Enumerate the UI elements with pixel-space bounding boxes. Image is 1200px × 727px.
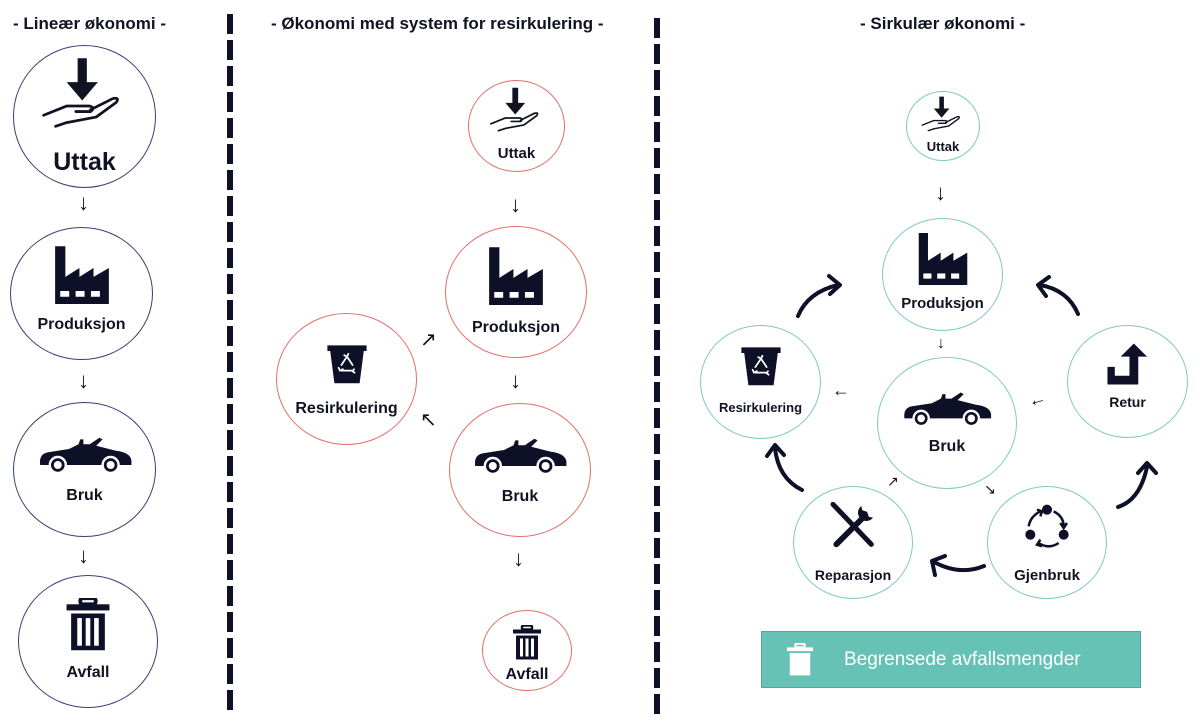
node-label: Produksjon	[37, 316, 126, 333]
arrow-down-right: ↘	[984, 481, 996, 497]
column-title-circular: - Sirkulær økonomi -	[860, 14, 1026, 33]
curved-arrow-icon	[765, 443, 804, 492]
node-label: Gjenbruk	[1014, 567, 1080, 584]
arrow-down: ↓	[510, 368, 521, 393]
node-label: Bruk	[66, 487, 103, 504]
node-avfall: Avfall	[482, 610, 572, 691]
arrow-down: ↓	[935, 180, 946, 205]
arrow-down: ↓	[513, 546, 524, 571]
column-divider	[227, 14, 233, 714]
curved-arrow-icon	[796, 274, 842, 318]
node-label: Uttak	[53, 148, 116, 176]
column-title-recycling: - Økonomi med system for resirkulering -	[271, 14, 604, 33]
reuse-cycle-icon	[1022, 503, 1072, 553]
arrow-down: ↓	[78, 543, 89, 568]
column-divider	[654, 18, 660, 718]
node-bruk: Bruk	[449, 403, 591, 537]
node-label: Reparasjon	[814, 567, 892, 583]
node-avfall: Avfall	[18, 575, 158, 708]
node-resirkulering: Resirkulering	[700, 325, 821, 439]
node-produksjon: Produksjon	[10, 227, 153, 360]
return-arrow-icon	[1104, 342, 1152, 386]
column-title-linear: - Lineær økonomi -	[13, 14, 166, 33]
node-label: Avfall	[505, 666, 549, 683]
hand-receive-icon	[920, 96, 966, 134]
reduced-waste-banner: Begrensede avfallsmengder	[761, 631, 1141, 688]
trash-icon	[512, 625, 542, 661]
factory-icon	[50, 246, 114, 304]
node-reparasjon: Reparasjon	[793, 486, 913, 599]
arrow-up-right: ↗	[420, 329, 437, 351]
arrow-down: ↓	[78, 368, 89, 393]
recycle-bin-icon	[324, 344, 370, 386]
node-label: Avfall	[66, 664, 110, 681]
node-resirkulering: Resirkulering	[276, 313, 417, 445]
trash-icon	[786, 643, 814, 677]
arrow-left: ←	[832, 380, 850, 400]
car-icon	[898, 388, 996, 426]
node-produksjon: Produksjon	[445, 226, 587, 358]
node-produksjon: Produksjon	[882, 218, 1003, 331]
node-label: Resirkulering	[295, 400, 398, 417]
node-uttak: Uttak	[468, 80, 565, 172]
factory-icon	[914, 233, 972, 285]
node-label: Uttak	[497, 145, 536, 162]
curved-arrow-icon	[1036, 275, 1080, 316]
node-bruk: Bruk	[877, 357, 1017, 489]
hand-receive-icon	[39, 58, 131, 132]
node-label: Bruk	[501, 488, 539, 505]
node-uttak: Uttak	[906, 91, 980, 161]
node-label: Produksjon	[471, 319, 560, 336]
arrow-down: ↓	[510, 192, 521, 217]
node-label: Retur	[1109, 394, 1146, 410]
node-bruk: Bruk	[13, 402, 156, 537]
factory-icon	[484, 247, 548, 305]
car-icon	[470, 434, 570, 474]
node-label: Uttak	[926, 139, 960, 154]
node-label: Produksjon	[901, 295, 984, 312]
node-label: Resirkulering	[718, 400, 803, 415]
banner-label: Begrensede avfallsmengder	[844, 648, 1081, 670]
arrow-down: ↓	[78, 190, 89, 215]
tools-icon	[827, 501, 879, 551]
node-retur: Retur	[1067, 325, 1188, 438]
node-label: Bruk	[928, 438, 966, 455]
node-gjenbruk: Gjenbruk	[987, 486, 1107, 599]
arrow-down: ↓	[937, 335, 945, 352]
node-uttak: Uttak	[13, 45, 156, 188]
arrow-left: ←	[1025, 387, 1049, 411]
car-icon	[35, 433, 135, 473]
curved-arrow-icon	[1116, 461, 1158, 509]
curved-arrow-icon	[930, 554, 986, 577]
hand-receive-icon	[488, 87, 546, 135]
trash-icon	[65, 598, 111, 652]
recycle-bin-icon	[738, 346, 784, 388]
arrow-up-left: ↖	[420, 409, 437, 431]
arrow-up-right: ↗	[887, 473, 899, 489]
